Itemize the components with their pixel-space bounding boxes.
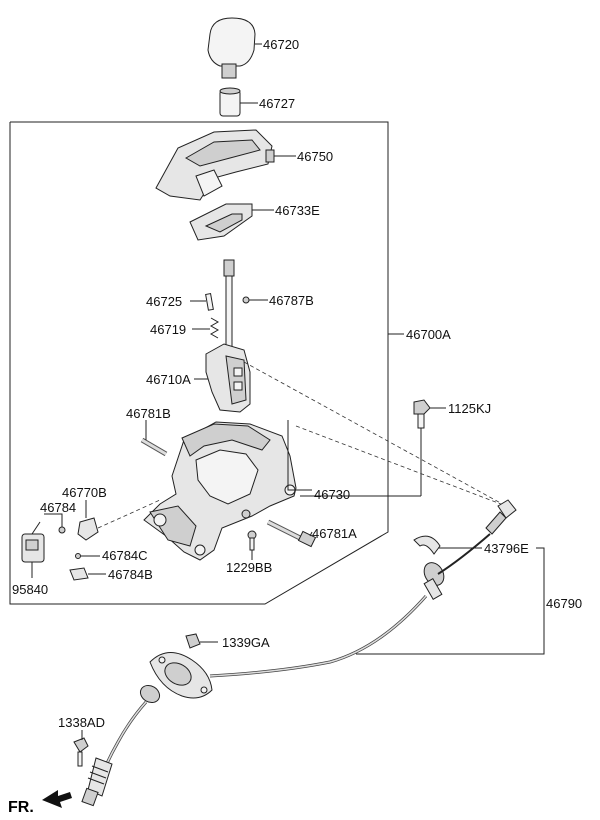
label-46719: 46719 (150, 322, 186, 337)
sensor-95840 (21, 521, 45, 563)
cable-grommet (149, 652, 213, 699)
label-46790: 46790 (546, 596, 582, 611)
label-43796e: 43796E (484, 541, 529, 556)
side-bolt (266, 519, 317, 548)
label-46784b: 46784B (108, 567, 153, 582)
label-46750: 46750 (297, 149, 333, 164)
shift-cable (209, 533, 491, 678)
bolt-1125kj (413, 399, 431, 429)
pin (205, 293, 214, 311)
part-46784 (58, 526, 66, 534)
shifter-body (143, 421, 297, 561)
label-95840: 95840 (12, 582, 48, 597)
front-arrow-icon (42, 790, 72, 808)
label-1338ad: 1338AD (58, 715, 105, 730)
label-46787b: 46787B (269, 293, 314, 308)
label-46770b: 46770B (62, 485, 107, 500)
label-46720: 46720 (263, 37, 299, 52)
small-screw (242, 296, 256, 304)
label-46784c: 46784C (102, 548, 148, 563)
nut-1339ga (185, 633, 201, 649)
indicator-cover (155, 129, 275, 201)
label-46781a: 46781A (312, 526, 357, 541)
label-46781b: 46781B (126, 406, 171, 421)
label-46733e: 46733E (275, 203, 320, 218)
pad-46784b (69, 567, 89, 581)
nut-1338ad (73, 737, 89, 767)
label-46727: 46727 (259, 96, 295, 111)
shift-lever (205, 343, 251, 413)
clip-46784c (75, 553, 81, 559)
label-46725: 46725 (146, 294, 182, 309)
indicator-plate (189, 203, 253, 241)
label-front: FR. (8, 799, 34, 816)
label-1125kj: 1125KJ (448, 401, 491, 416)
label-46700a: 46700A (406, 327, 451, 342)
knob-adapter (219, 87, 241, 117)
label-46710a: 46710A (146, 372, 191, 387)
cable-bracket (413, 535, 441, 555)
long-bolt (140, 437, 168, 457)
assembly-frame (9, 121, 389, 605)
shift-rod (223, 259, 235, 353)
cable-end (485, 499, 517, 535)
label-46784: 46784 (40, 500, 76, 515)
label-1339ga: 1339GA (222, 635, 270, 650)
lower-cable (81, 684, 161, 807)
switch-46770b (77, 517, 99, 541)
spring (209, 317, 220, 339)
bottom-bolt (247, 530, 257, 551)
label-1229bb: 1229BB (226, 560, 272, 575)
label-46730: 46730 (314, 487, 350, 502)
shift-knob (207, 17, 256, 79)
cable-adjuster (423, 562, 445, 600)
